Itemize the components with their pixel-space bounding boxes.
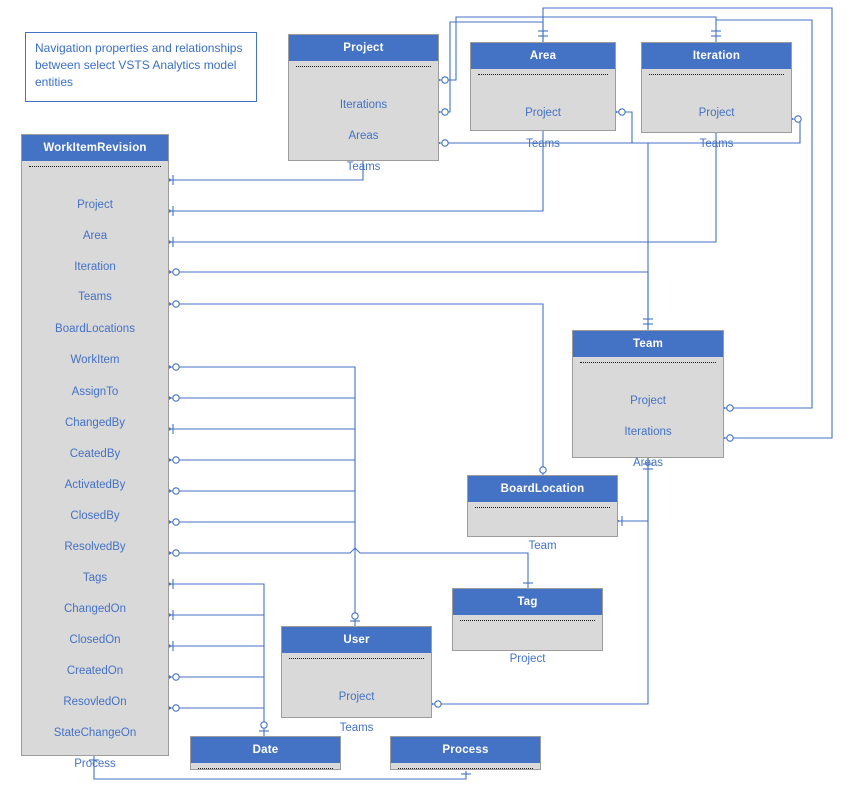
entity-separator (475, 507, 610, 508)
entity-header-user: User (282, 627, 431, 653)
field-row[interactable]: CreatedOn (66, 665, 124, 677)
field-row[interactable]: Iteration (74, 261, 116, 273)
field-row[interactable]: WorkItem (70, 354, 120, 366)
entity-separator (29, 166, 161, 167)
field-row[interactable]: Areas (348, 130, 379, 142)
field-row[interactable]: Process (74, 758, 116, 770)
field-row[interactable]: ChangedOn (63, 603, 127, 615)
entity-header-area: Area (471, 43, 615, 69)
field-row[interactable]: Project (698, 107, 735, 119)
field-row[interactable]: Teams (339, 722, 374, 734)
field-row[interactable]: ClosedBy (70, 510, 120, 522)
field-row[interactable]: Project (77, 199, 113, 211)
entity-separator (460, 620, 595, 621)
entity-project[interactable]: Project Iterations Areas Teams (288, 34, 439, 173)
field-row[interactable]: Project (509, 653, 546, 665)
entity-separator (398, 768, 533, 769)
field-row[interactable]: Project (338, 691, 375, 703)
entity-header-project: Project (289, 35, 438, 61)
entity-date[interactable]: Date (190, 736, 341, 770)
entity-boardlocation[interactable]: BoardLocation Team (467, 475, 618, 552)
field-row[interactable]: Teams (699, 138, 734, 150)
field-row[interactable]: Areas (632, 457, 664, 469)
field-row[interactable]: Area (82, 230, 108, 242)
entity-header-boardlocation: BoardLocation (468, 476, 617, 502)
entity-user[interactable]: User Project Teams (281, 626, 432, 734)
diagram-note-text: Navigation properties and relationships … (35, 41, 243, 89)
field-row[interactable]: Project (525, 107, 561, 119)
field-row[interactable]: Project (630, 395, 666, 407)
entity-header-iteration: Iteration (642, 43, 791, 69)
entity-iteration[interactable]: Iteration Project Teams (641, 42, 792, 150)
entity-separator (198, 768, 333, 769)
entity-separator (478, 74, 608, 75)
field-row[interactable]: CeatedBy (69, 448, 121, 460)
field-row[interactable]: Tags (82, 572, 108, 584)
field-row[interactable]: Iterations (624, 426, 672, 438)
entity-separator (296, 66, 431, 67)
field-row[interactable]: Teams (346, 161, 381, 173)
field-row[interactable]: ChangedBy (64, 417, 126, 429)
entity-header-tag: Tag (453, 589, 602, 615)
field-row[interactable]: Teams (78, 291, 112, 303)
diagram-note: Navigation properties and relationships … (25, 32, 257, 102)
entity-header-date: Date (191, 737, 340, 763)
entity-header-workitemrevision: WorkItemRevision (22, 135, 168, 161)
entity-header-team: Team (573, 331, 723, 357)
field-row[interactable]: Iterations (339, 99, 388, 111)
field-row[interactable]: Teams (526, 138, 560, 150)
entity-team[interactable]: Team Project Iterations Areas (572, 330, 724, 469)
field-row[interactable]: StateChangeOn (53, 727, 137, 739)
entity-process[interactable]: Process (390, 736, 541, 770)
field-row[interactable]: ClosedOn (69, 634, 121, 646)
field-row[interactable]: ActivatedBy (64, 479, 126, 491)
entity-area[interactable]: Area Project Teams (470, 42, 616, 150)
entity-tag[interactable]: Tag Project (452, 588, 603, 665)
entity-separator (649, 74, 784, 75)
field-row[interactable]: AssignTo (71, 386, 119, 398)
field-row[interactable]: ResolvedBy (64, 541, 126, 553)
field-row[interactable]: BoardLocations (55, 323, 135, 335)
entity-workitemrevision[interactable]: WorkItemRevision Project Area Iteration … (21, 134, 169, 770)
entity-separator (289, 658, 424, 659)
field-row[interactable]: Team (528, 540, 557, 552)
entity-separator (580, 362, 716, 363)
entity-header-process: Process (391, 737, 540, 763)
field-row[interactable]: ResovledOn (63, 696, 127, 708)
